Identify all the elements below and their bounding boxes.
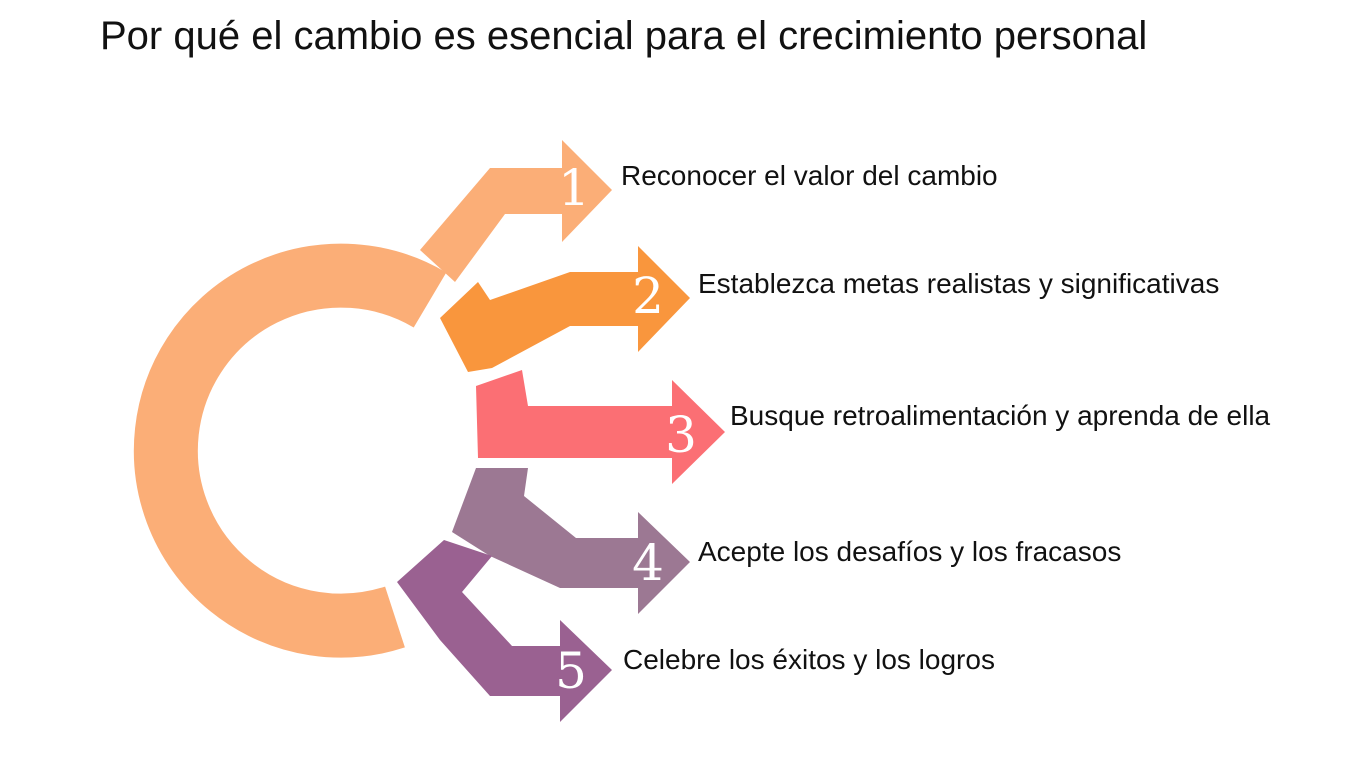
step-number-2: 2 xyxy=(632,267,664,325)
step-label-4: Acepte los desafíos y los fracasos xyxy=(698,536,1122,567)
page-title: Por qué el cambio es esencial para el cr… xyxy=(100,14,1148,58)
arrow-1 xyxy=(420,140,612,282)
ring-arc xyxy=(133,243,447,658)
step-number-4: 4 xyxy=(632,534,664,592)
arrow-2 xyxy=(440,246,690,372)
arrow-4 xyxy=(452,468,690,614)
step-label-3: Busque retroalimentación y aprenda de el… xyxy=(730,400,1271,431)
arrow-5 xyxy=(397,540,612,722)
step-label-5: Celebre los éxitos y los logros xyxy=(623,644,995,675)
step-number-3: 3 xyxy=(665,406,697,464)
step-number-1: 1 xyxy=(558,159,590,217)
step-number-5: 5 xyxy=(555,642,587,700)
arrow-3 xyxy=(476,370,725,484)
step-label-2: Establezca metas realistas y significati… xyxy=(698,268,1220,299)
step-label-1: Reconocer el valor del cambio xyxy=(621,160,998,191)
